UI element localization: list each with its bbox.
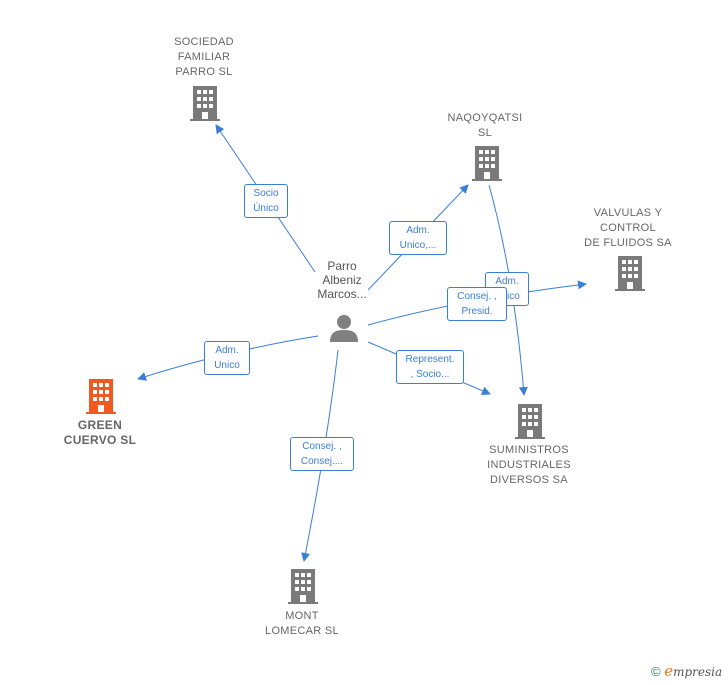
brand-rest: mpresia xyxy=(673,665,723,679)
building-icon[interactable] xyxy=(190,86,220,121)
brand-logo: empresia xyxy=(664,662,723,680)
relation-label-suministros[interactable]: Represent. , Socio... xyxy=(396,350,464,384)
center-person-name[interactable]: Parro Albeniz Marcos... xyxy=(317,259,367,301)
relation-label-mont[interactable]: Consej. , Consej.... xyxy=(290,437,354,471)
company-label-naqoyqatsi[interactable]: NAQOYQATSI SL xyxy=(447,112,523,139)
company-label-mont[interactable]: MONT LOMECAR SL xyxy=(265,610,339,637)
company-label-suministros[interactable]: SUMINISTROS INDUSTRIALES DIVERSOS SA xyxy=(487,444,571,486)
building-icon[interactable] xyxy=(515,404,545,439)
relation-label-green[interactable]: Adm. Unico xyxy=(204,341,250,375)
company-label-green[interactable]: GREEN CUERVO SL xyxy=(63,418,137,447)
relation-label-sociedad[interactable]: Socio Único xyxy=(244,184,288,218)
company-label-valvulas[interactable]: VALVULAS Y CONTROL DE FLUIDOS SA xyxy=(584,207,672,249)
building-icon[interactable] xyxy=(472,146,502,181)
person-icon[interactable] xyxy=(328,312,360,344)
copyright-notice: © empresia xyxy=(651,662,722,680)
company-label-sociedad[interactable]: SOCIEDAD FAMILIAR PARRO SL xyxy=(174,36,234,78)
building-icon[interactable] xyxy=(86,379,116,414)
relation-label-naqoyqatsi[interactable]: Adm. Unico,... xyxy=(389,221,447,255)
copyright-symbol: © xyxy=(651,664,661,679)
building-icon[interactable] xyxy=(288,569,318,604)
brand-initial: e xyxy=(664,662,674,680)
relation-label-valvulas[interactable]: Consej. , Presid. xyxy=(447,287,507,321)
building-icon[interactable] xyxy=(615,256,645,291)
